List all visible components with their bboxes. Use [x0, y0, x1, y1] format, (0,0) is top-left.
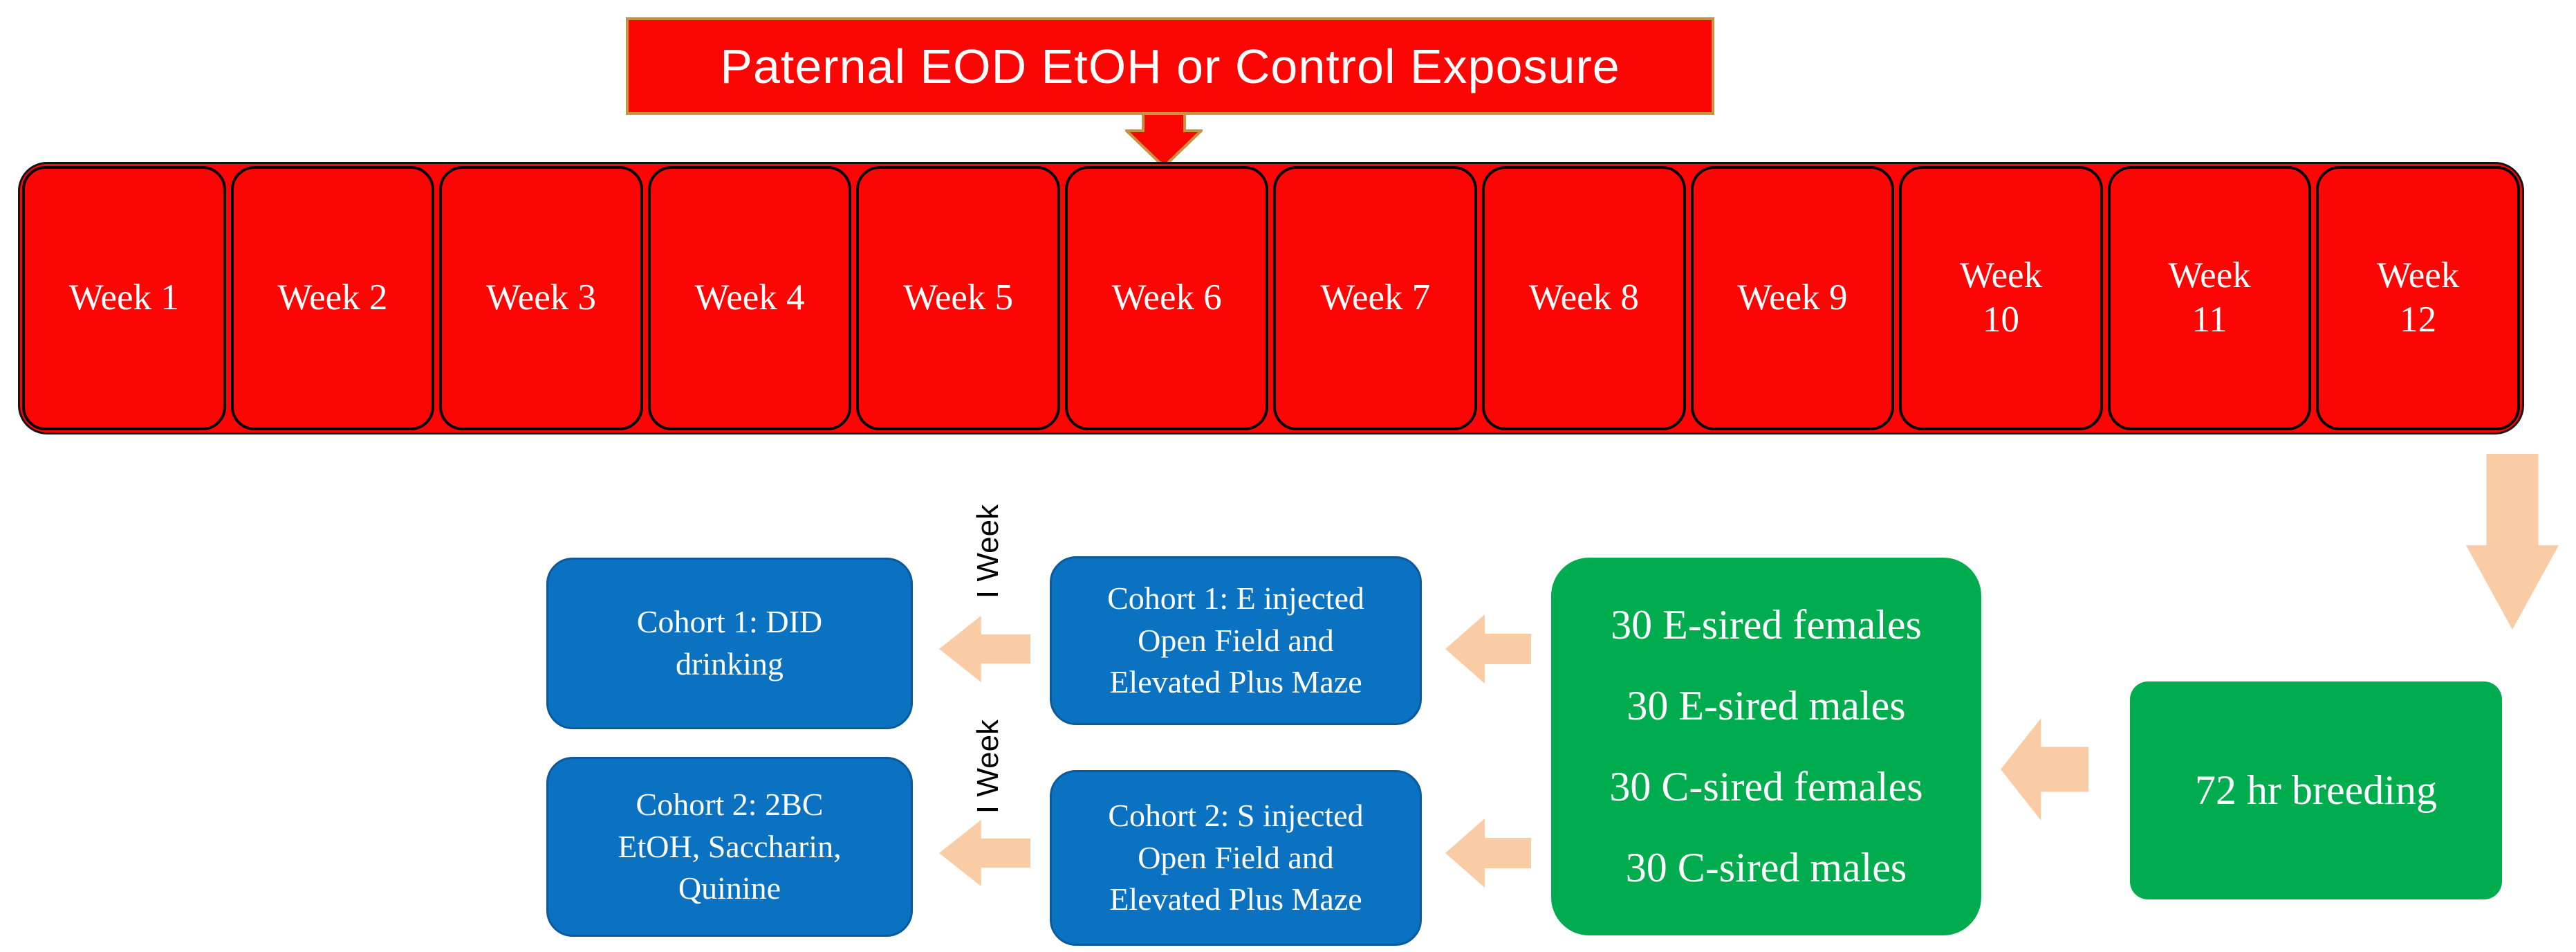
- week-box-7: Week 7: [1273, 166, 1478, 430]
- week-box-9: Week 9: [1690, 166, 1895, 430]
- week-box-3: Week 3: [439, 166, 643, 430]
- week-box-10: Week 10: [1899, 166, 2103, 430]
- banner-down-arrow-icon: [1125, 109, 1203, 167]
- left-arrow-icon-cohort1-drinking: [939, 616, 1030, 682]
- week-gap-label-2: I Week: [971, 719, 1005, 814]
- cohort1-drinking-box: Cohort 1: DID drinking: [546, 558, 913, 729]
- offspring-box: 30 E-sired females 30 E-sired males 30 C…: [1551, 558, 1981, 935]
- title-banner-label: Paternal EOD EtOH or Control Exposure: [720, 39, 1620, 93]
- left-arrow-icon-cohort1-test: [1445, 614, 1531, 684]
- left-arrow-icon-cohort2-test: [1445, 818, 1531, 888]
- week-box-2: Week 2: [230, 166, 435, 430]
- week-timeline-strip: Week 1 Week 2 Week 3 Week 4 Week 5 Week …: [18, 162, 2524, 434]
- cohort2-drinking-box: Cohort 2: 2BC EtOH, Saccharin, Quinine: [546, 757, 913, 937]
- week-box-11: Week 11: [2107, 166, 2312, 430]
- week-box-8: Week 8: [1482, 166, 1686, 430]
- title-banner: Paternal EOD EtOH or Control Exposure: [626, 17, 1714, 115]
- week-box-6: Week 6: [1064, 166, 1269, 430]
- cohort2-test-box: Cohort 2: S injected Open Field and Elev…: [1050, 770, 1422, 946]
- cohort1-test-box: Cohort 1: E injected Open Field and Elev…: [1050, 556, 1422, 725]
- week-gap-label-1: I Week: [971, 504, 1005, 599]
- week-box-4: Week 4: [647, 166, 852, 430]
- breeding-box: 72 hr breeding: [2130, 681, 2502, 899]
- week-box-5: Week 5: [856, 166, 1060, 430]
- week-box-1: Week 1: [22, 166, 226, 430]
- down-arrow-icon: [2466, 454, 2559, 630]
- left-arrow-icon-breeding: [2001, 718, 2088, 821]
- week-box-12: Week 12: [2316, 166, 2520, 430]
